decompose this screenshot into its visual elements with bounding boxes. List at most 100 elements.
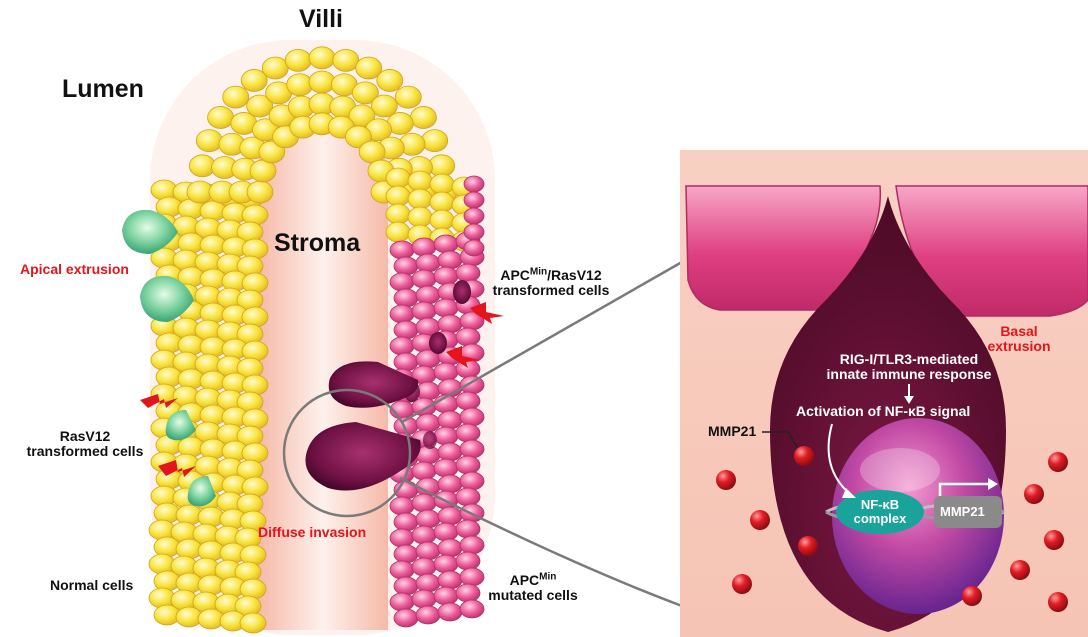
normal-cell xyxy=(430,174,454,194)
transformed-cell xyxy=(390,241,414,259)
normal-cell xyxy=(309,71,335,93)
rig-line1: RIG-I/TLR3-mediated xyxy=(790,352,1028,367)
normal-cell xyxy=(242,477,268,497)
transformed-cell xyxy=(464,224,484,240)
transformed-cell xyxy=(456,328,480,346)
transformed-cell xyxy=(438,251,462,269)
transformed-cell xyxy=(412,526,436,544)
normal-cell xyxy=(208,106,234,128)
mmp21-protein xyxy=(1048,452,1068,472)
transformed-cell xyxy=(412,462,436,480)
normal-cell xyxy=(408,171,432,191)
transformed-cell xyxy=(438,411,462,429)
transformed-cell xyxy=(390,593,414,611)
transformed-cell xyxy=(460,408,484,426)
transformed-cell xyxy=(434,459,458,477)
transformed-cell xyxy=(460,472,484,490)
normal-cell xyxy=(240,545,266,565)
normal-cell xyxy=(408,189,432,209)
stroma-label: Stroma xyxy=(274,230,360,256)
rasv12-label: RasV12 transformed cells xyxy=(18,429,152,458)
normal-cell xyxy=(386,222,410,242)
transformed-cell xyxy=(394,513,418,531)
transformed-cell xyxy=(438,315,462,333)
mmp21-protein xyxy=(732,574,752,594)
apcmin-label: APCMin mutated cells xyxy=(478,573,588,602)
transformed-cell xyxy=(464,240,484,256)
normal-cell xyxy=(285,49,311,71)
transformed-cell xyxy=(438,443,462,461)
transformed-cell xyxy=(394,353,418,371)
diffuse-invasion-label: Diffuse invasion xyxy=(258,525,366,540)
nfkb-complex-line1: NF-κB xyxy=(848,498,912,512)
transformed-cell xyxy=(416,542,440,560)
villi-label: Villi xyxy=(299,6,343,32)
mmp21-protein xyxy=(962,586,982,606)
normal-cell xyxy=(309,47,335,69)
transformed-cell xyxy=(456,552,480,570)
normal-cell xyxy=(242,273,268,293)
transformed-cell xyxy=(416,574,440,592)
transformed-cell xyxy=(456,520,480,538)
normal-cell xyxy=(242,409,268,429)
apc-rasv12-line1: APCMin/RasV12 xyxy=(476,268,626,283)
rasv12-label-line1: RasV12 xyxy=(18,429,152,444)
transformed-cell xyxy=(394,321,418,339)
normal-cell xyxy=(240,613,266,633)
transformed-cell xyxy=(464,208,484,224)
normal-cell xyxy=(386,186,410,206)
normal-cells-label: Normal cells xyxy=(50,578,133,593)
mmp21-protein xyxy=(1048,592,1068,612)
nfkb-complex-line2: complex xyxy=(848,512,912,526)
normal-cell xyxy=(242,239,268,259)
normal-cell xyxy=(430,210,454,230)
nfkb-complex-label: NF-κB complex xyxy=(848,498,912,525)
normal-cell xyxy=(333,49,359,71)
transformed-cell xyxy=(416,254,440,272)
transformed-cell xyxy=(460,536,484,554)
normal-cell xyxy=(242,375,268,395)
normal-cell xyxy=(242,443,268,463)
transformed-cell xyxy=(412,302,436,320)
min-superscript: Min xyxy=(530,266,547,277)
normal-cell xyxy=(386,204,410,224)
transformed-cell xyxy=(460,440,484,458)
apcmin-line2: mutated cells xyxy=(478,588,588,603)
transformed-cell xyxy=(394,257,418,275)
transformed-cell xyxy=(464,176,484,192)
transformed-cell xyxy=(416,286,440,304)
lumen-label: Lumen xyxy=(62,76,144,102)
mmp21-protein xyxy=(794,446,814,466)
normal-cell xyxy=(395,86,421,108)
rig-tlr3-label: RIG-I/TLR3-mediated innate immune respon… xyxy=(790,352,1028,381)
apc-rasv12-label: APCMin/RasV12 transformed cells xyxy=(476,268,626,297)
apc-rasv12-line2: transformed cells xyxy=(476,283,626,298)
transformed-cell xyxy=(438,571,462,589)
normal-cell xyxy=(242,341,268,361)
normal-cell xyxy=(262,57,288,79)
transformed-cell xyxy=(394,577,418,595)
normal-cell xyxy=(240,579,266,599)
transformed-cell xyxy=(390,305,414,323)
transformed-cell xyxy=(456,392,480,410)
transformed-cell xyxy=(438,507,462,525)
transformed-cell xyxy=(456,456,480,474)
transformed-cell xyxy=(434,363,458,381)
transformed-cell xyxy=(390,337,414,355)
apc-text: APC xyxy=(500,267,530,283)
transformed-cell xyxy=(412,270,436,288)
normal-cell xyxy=(408,207,432,227)
mmp21-protein xyxy=(1044,530,1064,550)
normal-cell xyxy=(242,307,268,327)
transformed-cell xyxy=(438,539,462,557)
normal-cell xyxy=(196,130,222,152)
normal-cell xyxy=(377,69,403,91)
transformed-cell xyxy=(434,235,458,253)
mmp21-protein xyxy=(1010,560,1030,580)
transformed-cell xyxy=(434,427,458,445)
mmp21-label: MMP21 xyxy=(708,424,756,439)
transformed-cell xyxy=(464,192,484,208)
normal-cell xyxy=(386,168,410,188)
